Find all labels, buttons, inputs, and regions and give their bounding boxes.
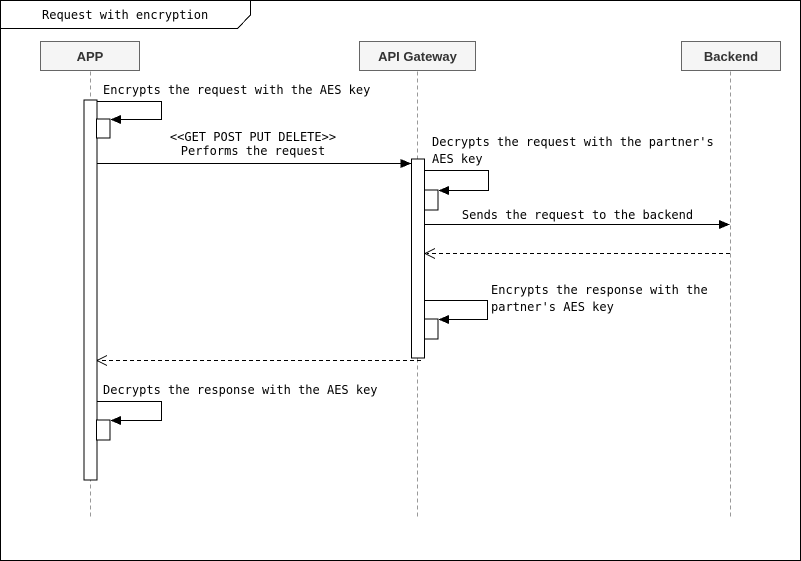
app-self-activation-2 bbox=[96, 419, 111, 441]
label-perform-request: Performs the request bbox=[180, 144, 326, 158]
label-encrypt-request: Encrypts the request with the AES key bbox=[103, 83, 371, 97]
arrowhead-return-gateway bbox=[95, 355, 108, 366]
self-message-decrypt-request bbox=[425, 170, 489, 191]
participant-app: APP bbox=[40, 41, 140, 71]
api-gateway-activation bbox=[411, 158, 425, 359]
participant-api-gateway-label: API Gateway bbox=[378, 48, 457, 64]
self-message-encrypt-request bbox=[97, 101, 162, 120]
participant-backend: Backend bbox=[681, 41, 781, 71]
self-message-encrypt-response bbox=[425, 300, 488, 320]
label-encrypt-response-line2: partner's AES key bbox=[491, 300, 614, 314]
label-encrypt-response-line1: Encrypts the response with the bbox=[491, 283, 708, 297]
gateway-self-activation-2 bbox=[424, 318, 439, 340]
participant-backend-label: Backend bbox=[703, 48, 759, 64]
label-send-to-backend: Sends the request to the backend bbox=[461, 208, 694, 222]
arrowhead-send-to-backend bbox=[719, 220, 730, 229]
participant-app-label: APP bbox=[76, 48, 104, 64]
arrowhead-decrypt-response bbox=[110, 416, 121, 425]
label-decrypt-response: Decrypts the response with the AES key bbox=[103, 383, 378, 397]
arrowhead-encrypt-response bbox=[438, 315, 449, 324]
app-self-activation-1 bbox=[96, 118, 111, 139]
label-decrypt-request-line1: Decrypts the request with the partner's bbox=[432, 135, 714, 149]
arrowhead-decrypt-request bbox=[438, 186, 449, 195]
frame-title: Request with encryption bbox=[42, 8, 209, 22]
arrowhead-perform-request bbox=[400, 159, 412, 168]
gateway-self-activation-1 bbox=[424, 189, 439, 211]
frame-title-tab bbox=[0, 0, 251, 29]
arrowhead-encrypt-request bbox=[110, 115, 121, 124]
arrowhead-return-backend bbox=[423, 248, 436, 259]
app-activation bbox=[83, 99, 98, 481]
label-decrypt-request-line2: AES key bbox=[432, 152, 483, 166]
label-request-stereotype: <<GET POST PUT DELETE>> bbox=[169, 130, 337, 144]
self-message-decrypt-response bbox=[97, 401, 162, 421]
participant-api-gateway: API Gateway bbox=[359, 41, 476, 71]
